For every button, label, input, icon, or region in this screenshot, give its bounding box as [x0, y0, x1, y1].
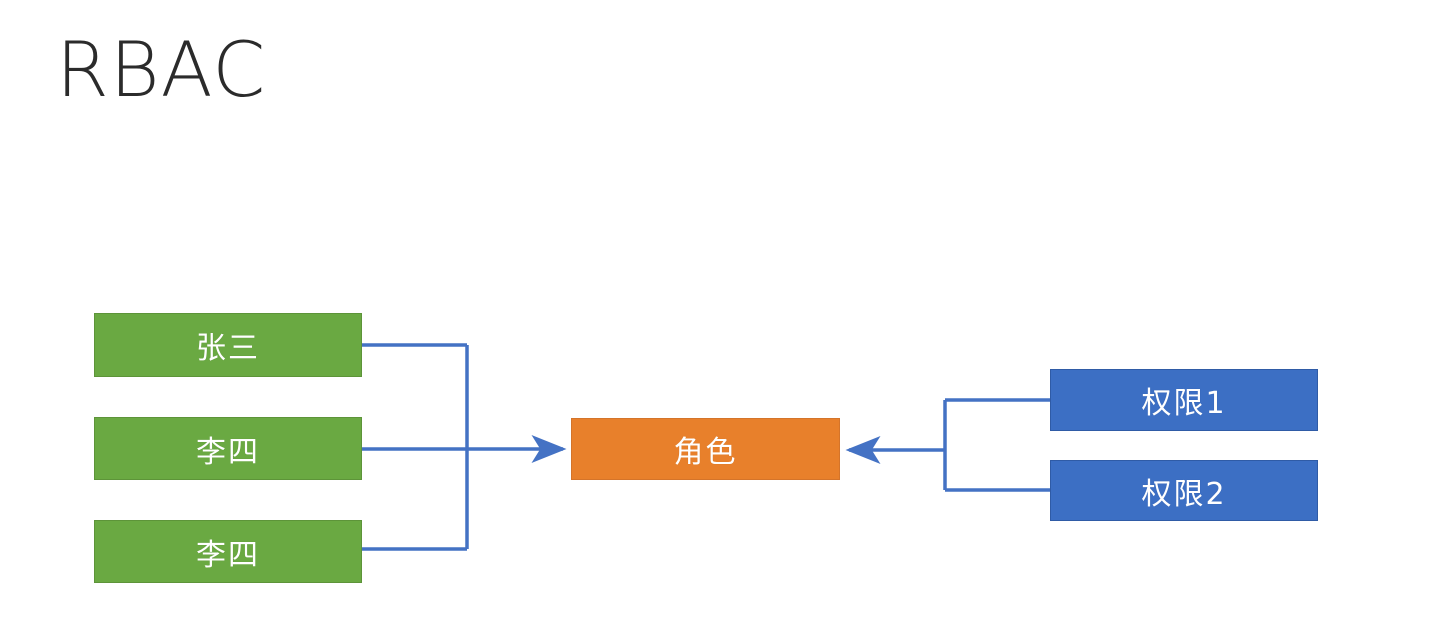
- permission-box-2[interactable]: 权限2: [1050, 460, 1318, 521]
- role-box[interactable]: 角色: [571, 418, 840, 480]
- connector-users-to-role: [362, 343, 567, 551]
- user-box-3-label: 李四: [196, 537, 260, 573]
- user-box-2[interactable]: 李四: [94, 417, 362, 480]
- user-box-3[interactable]: 李四: [94, 520, 362, 583]
- permission-box-1[interactable]: 权限1: [1050, 369, 1318, 431]
- connector-permissions-to-role: [845, 398, 1050, 492]
- user-box-1-label: 张三: [196, 331, 260, 366]
- user-box-1[interactable]: 张三: [94, 313, 362, 377]
- page-title: RBAC: [56, 25, 267, 114]
- permission-box-2-label: 权限2: [1141, 476, 1227, 512]
- user-box-2-label: 李四: [196, 434, 260, 470]
- permission-box-1-label: 权限1: [1141, 386, 1227, 421]
- role-box-label: 角色: [673, 435, 738, 470]
